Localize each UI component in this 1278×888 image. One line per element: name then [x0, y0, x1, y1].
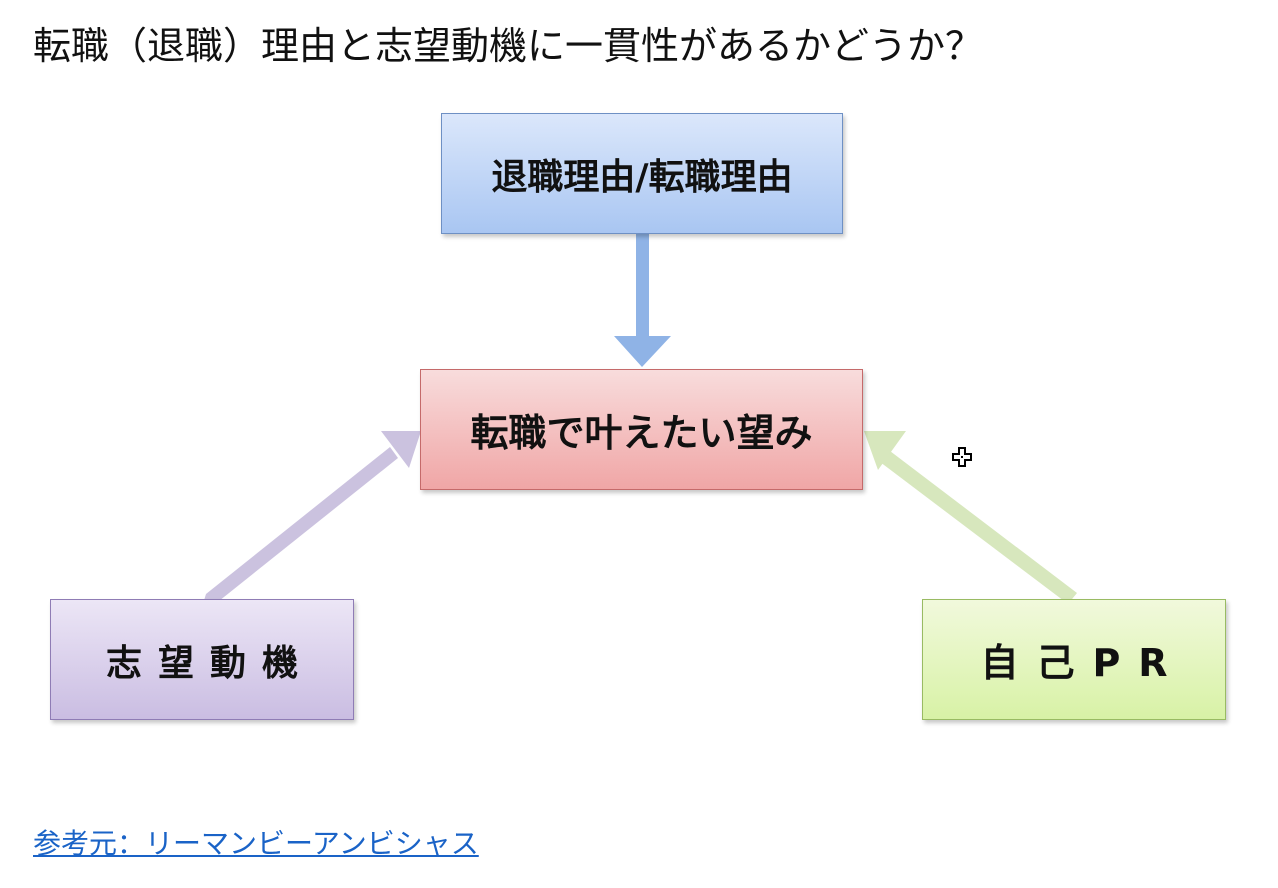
reason-box: 退職理由/転職理由 — [441, 113, 843, 234]
crosshair-icon — [952, 447, 972, 467]
top-arrow — [614, 234, 671, 367]
motivation-box: 志望動機 — [50, 599, 354, 720]
left-arrow — [202, 431, 421, 607]
source-link[interactable]: 参考元：リーマンビーアンビシャス — [33, 827, 479, 860]
goal-box: 転職で叶えたい望み — [420, 369, 863, 490]
page-title: 転職（退職）理由と志望動機に一貫性があるかどうか？ — [33, 24, 984, 68]
self-pr-box: 自己PR — [922, 599, 1226, 720]
